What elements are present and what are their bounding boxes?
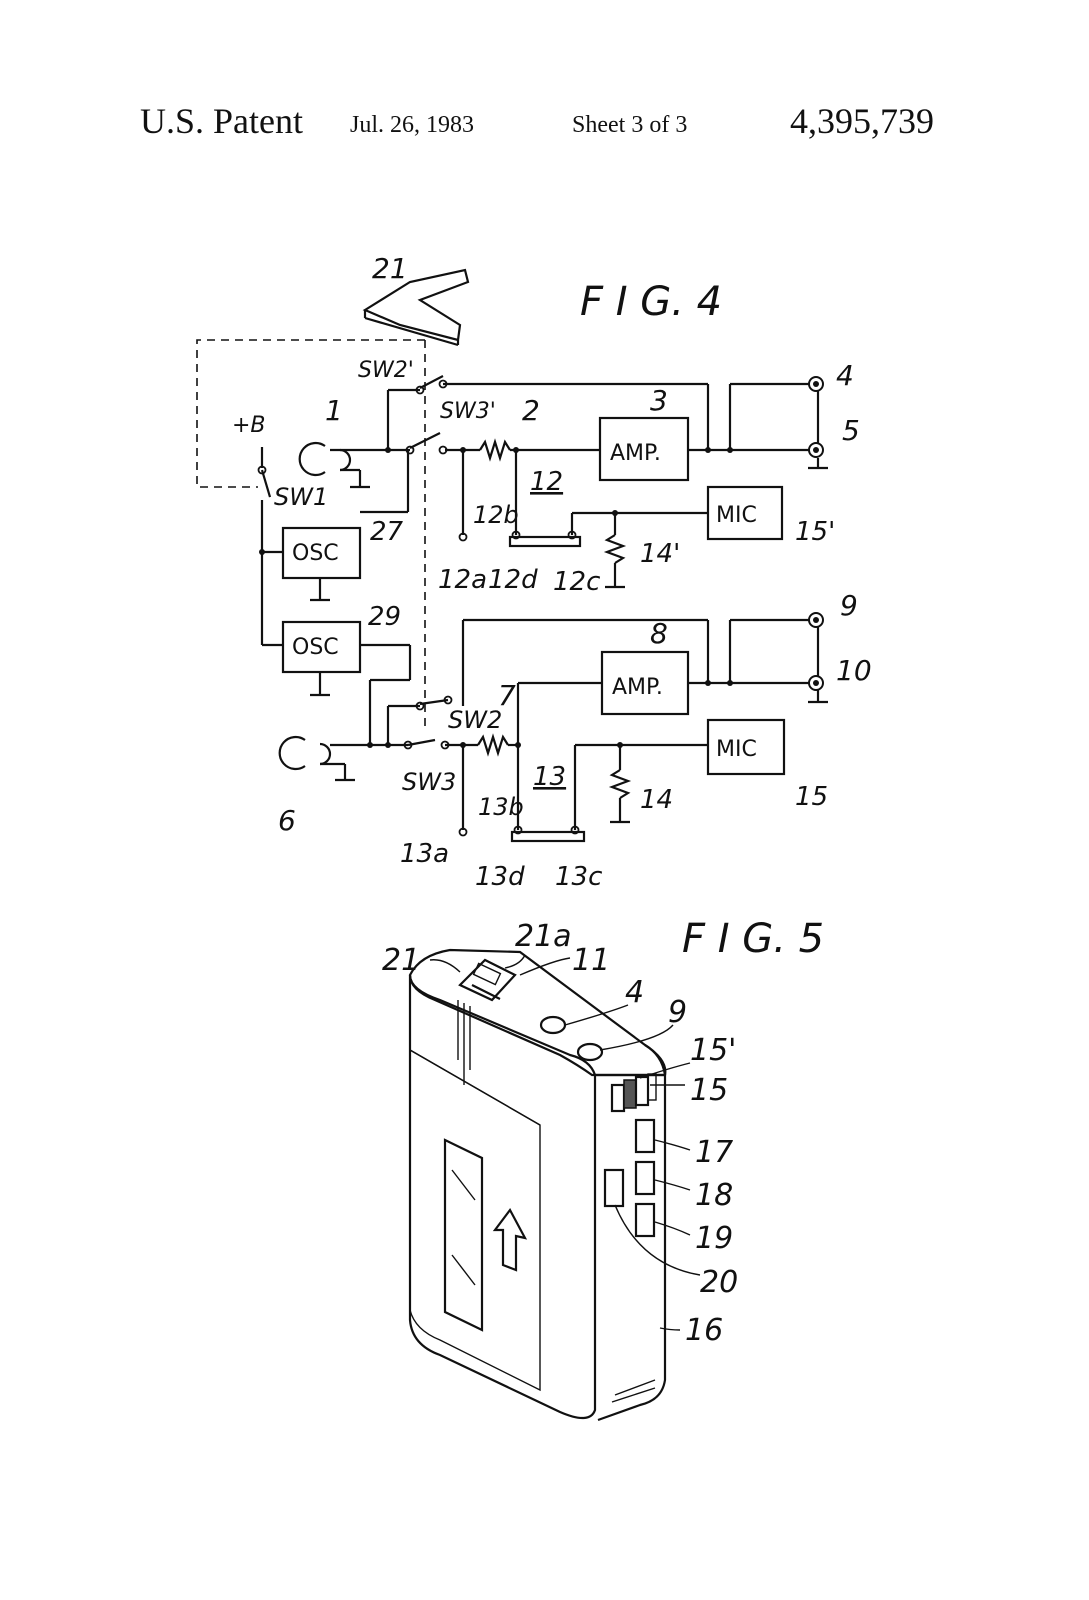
label-14: 14 [640,785,673,815]
label-7: 7 [498,679,516,712]
fig5-label-16: 16 [685,1313,723,1348]
bottom-terminals [367,612,824,837]
label-13a: 13a [400,839,449,869]
fig5-label-9: 9 [668,995,687,1030]
cassette-recorder-body [408,948,701,1422]
mic-box-top [706,485,784,541]
fig5-label-15: 15 [690,1073,728,1108]
tape-contact-12 [508,530,582,548]
head-6 [278,735,355,782]
label-sw2-prime: SW2' [358,358,414,383]
button-18 [634,1160,656,1196]
button-20 [603,1168,625,1208]
button-17 [634,1118,656,1154]
mic-label-bottom: MIC [716,737,757,762]
label-13d: 13d [475,862,525,892]
label-2: 2 [522,394,540,427]
label-13c: 13c [555,862,602,892]
fig5-label-21a: 21a [515,919,572,954]
label-27: 27 [370,517,404,547]
power-dots [257,465,267,555]
mic-box-bottom [706,718,786,776]
top-terminals [385,376,824,542]
fig5-label-4: 4 [625,975,644,1010]
head-1 [298,441,370,489]
label-13: 13 [533,762,566,792]
fig5-label-21: 21 [382,943,420,978]
osc-box-top [281,526,362,580]
label-10: 10 [836,654,872,687]
header-patent: U.S. Patent [140,101,304,141]
label-29: 29 [368,602,401,632]
label-9: 9 [840,589,858,622]
label-sw3-prime: SW3' [440,399,496,424]
dashed-linkage [196,339,426,730]
label-4: 4 [836,359,854,392]
fig5-label-11: 11 [572,943,610,978]
osc-label-bottom: OSC [292,635,339,660]
fig4-title: F I G. 4 [580,279,722,325]
label-sw2: SW2 [448,706,502,734]
header-sheet: Sheet 3 of 3 [572,112,688,138]
amp-label-bottom: AMP. [612,675,663,700]
label-15: 15 [795,782,828,812]
amp-label-top: AMP. [610,441,661,466]
label-plus-b: +B [232,413,266,438]
label-14-prime: 14' [640,539,680,569]
label-sw1: SW1 [274,483,328,511]
header-patent-number: 4,395,739 [790,101,934,141]
fig5-label-17: 17 [695,1135,733,1170]
mic-label-top: MIC [716,503,757,528]
label-21: 21 [372,252,408,285]
fig5: F I G. 5 [382,916,824,1422]
label-5: 5 [842,414,860,447]
lever-21 [362,268,470,347]
fig5-label-18: 18 [695,1178,733,1213]
amp-box-bottom [600,650,690,716]
label-12c: 12c [553,567,600,597]
header-date: Jul. 26, 1983 [350,112,475,138]
label-sw3: SW3 [402,768,456,796]
jack-4 [539,1015,567,1035]
fig5-title: F I G. 5 [682,916,824,962]
jack-9 [576,1042,604,1062]
button-19 [634,1202,656,1238]
tape-contact-13 [510,825,586,843]
label-12: 12 [530,467,563,497]
power-osc-wiring [260,447,412,745]
label-13b: 13b [478,793,524,821]
label-1: 1 [325,394,343,427]
amp-box-top [598,416,690,482]
fig4: F I G. 4 21 [196,252,872,892]
label-6: 6 [278,804,296,837]
label-15-prime: 15' [795,517,835,547]
label-8: 8 [650,617,668,650]
fig4-labels: SW2' SW3' +B 1 2 3 4 5 SW1 12 12b 27 15'… [232,358,872,892]
osc-box-bottom [281,620,362,674]
label-12b: 12b [473,501,519,529]
label-3: 3 [650,384,668,417]
fig5-label-20: 20 [700,1265,738,1300]
fig5-label-15-prime: 15' [690,1033,736,1068]
osc-label-top: OSC [292,541,339,566]
bottom-channel-wiring [330,618,828,830]
label-12a: 12a [438,565,487,595]
top-channel-wiring [330,375,828,589]
fig5-label-19: 19 [695,1221,733,1256]
label-12d: 12d [488,565,538,595]
fig5-labels: 21 21a 11 4 9 15' 15 17 18 19 20 16 [382,919,738,1348]
